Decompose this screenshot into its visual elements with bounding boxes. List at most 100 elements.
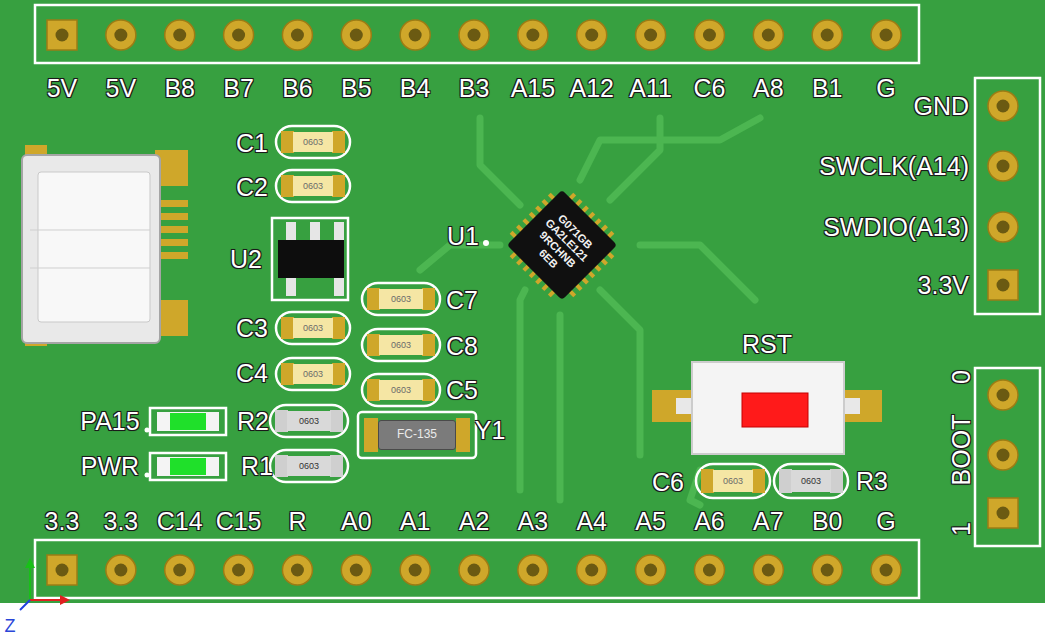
header-pad	[753, 20, 783, 50]
axis-icon	[20, 558, 70, 610]
capacitor-body: 0603	[379, 289, 423, 309]
capacitor-body: 0603	[293, 132, 333, 152]
header-pad	[47, 20, 77, 50]
pin-label: A7	[753, 509, 784, 534]
resistor-pads	[774, 464, 848, 498]
copper-trace	[600, 290, 640, 455]
header-outline	[975, 368, 1040, 546]
header-pad	[47, 555, 77, 585]
designator-label: Y1	[475, 418, 506, 443]
header-pad	[165, 20, 195, 50]
pin-label: A0	[341, 509, 372, 534]
crystal-pads	[358, 412, 476, 458]
led	[145, 408, 227, 435]
header-pad	[988, 212, 1018, 242]
capacitor-body: 0603	[379, 380, 423, 400]
pin-label: SWDIO(A13)	[823, 215, 969, 240]
pin-label: A12	[569, 76, 613, 101]
header-pad	[400, 555, 430, 585]
copper-trace	[557, 315, 564, 500]
pin-label: R	[288, 509, 306, 534]
header-pad	[636, 20, 666, 50]
header-outline	[975, 78, 1040, 314]
pin-label: 3.3V	[918, 273, 969, 298]
axis-label: Z	[5, 617, 16, 635]
resistor-body: 0603	[791, 470, 831, 492]
designator-label: C5	[446, 378, 478, 403]
header-pad	[636, 555, 666, 585]
pin-label: C14	[157, 509, 203, 534]
designator-label: R1	[241, 454, 273, 479]
resistor-pads	[270, 405, 348, 437]
pin-label: A4	[576, 509, 607, 534]
package-code: 0603	[391, 340, 411, 350]
header-pad	[282, 555, 312, 585]
header-outline	[35, 5, 919, 63]
boot-label: 0	[949, 370, 974, 384]
header-pad	[988, 380, 1018, 410]
pcb-board	[0, 0, 1045, 603]
capacitor-pads	[362, 374, 440, 406]
pin-label: B8	[164, 76, 195, 101]
header-pad	[871, 555, 901, 585]
pin-label: A8	[753, 76, 784, 101]
capacitor-body: 0603	[293, 364, 333, 384]
pin-label: 5V	[106, 76, 137, 101]
designator-label: C7	[446, 288, 478, 313]
pin-label: A11	[629, 76, 672, 101]
header-pad	[459, 20, 489, 50]
pin-label: 3.3	[45, 509, 80, 534]
package-code: 0603	[391, 385, 411, 395]
designator-label: R3	[856, 469, 888, 494]
header-pad	[224, 555, 254, 585]
header-pad	[812, 20, 842, 50]
pin-label: A5	[635, 509, 666, 534]
pin-label: SWCLK(A14)	[819, 154, 969, 179]
header-outline	[35, 540, 919, 598]
pin-label: B1	[812, 76, 843, 101]
pin-label: A3	[518, 509, 549, 534]
package-code: 0603	[801, 476, 821, 486]
sot-regulator	[272, 218, 348, 300]
capacitor-body: 0603	[379, 335, 423, 355]
pin-label: 5V	[47, 76, 78, 101]
mcu-chip: G071GBGA2LE1219RCHNB6EB	[507, 190, 617, 300]
pin-label: C15	[216, 509, 262, 534]
designator-label: R2	[237, 409, 269, 434]
pin-label: B6	[282, 76, 313, 101]
capacitor-pads	[696, 464, 770, 498]
header-pad	[577, 20, 607, 50]
copper-trace	[480, 118, 520, 205]
header-pad	[518, 555, 548, 585]
designator-label: RST	[742, 332, 792, 357]
copper-trace	[610, 118, 660, 200]
header-pad	[871, 20, 901, 50]
pin-label: GND	[913, 94, 969, 119]
capacitor-pads	[276, 170, 350, 202]
capacitor-pads	[362, 329, 440, 361]
copper-trace	[420, 245, 500, 270]
copper-trace	[580, 118, 760, 180]
boot-label: BOOT	[949, 415, 974, 486]
pin-label: A1	[400, 509, 431, 534]
package-code: 0603	[303, 181, 323, 191]
copper-trace	[640, 245, 755, 300]
pin-label: G	[876, 509, 895, 534]
header-pad	[694, 555, 724, 585]
package-code: 0603	[303, 137, 323, 147]
designator-label: C6	[652, 470, 684, 495]
capacitor-pads	[276, 126, 350, 158]
usb-connector	[22, 145, 188, 346]
header-pad	[577, 555, 607, 585]
capacitor-pads	[362, 283, 440, 315]
header-pad	[694, 20, 724, 50]
reset-button	[652, 362, 882, 454]
pin-label: B7	[223, 76, 254, 101]
designator-label: C1	[236, 131, 268, 156]
pin-label: A15	[511, 76, 555, 101]
designator-label: C2	[236, 175, 268, 200]
pin-label: A2	[459, 509, 490, 534]
resistor-body: 0603	[287, 411, 331, 431]
led	[145, 453, 227, 480]
